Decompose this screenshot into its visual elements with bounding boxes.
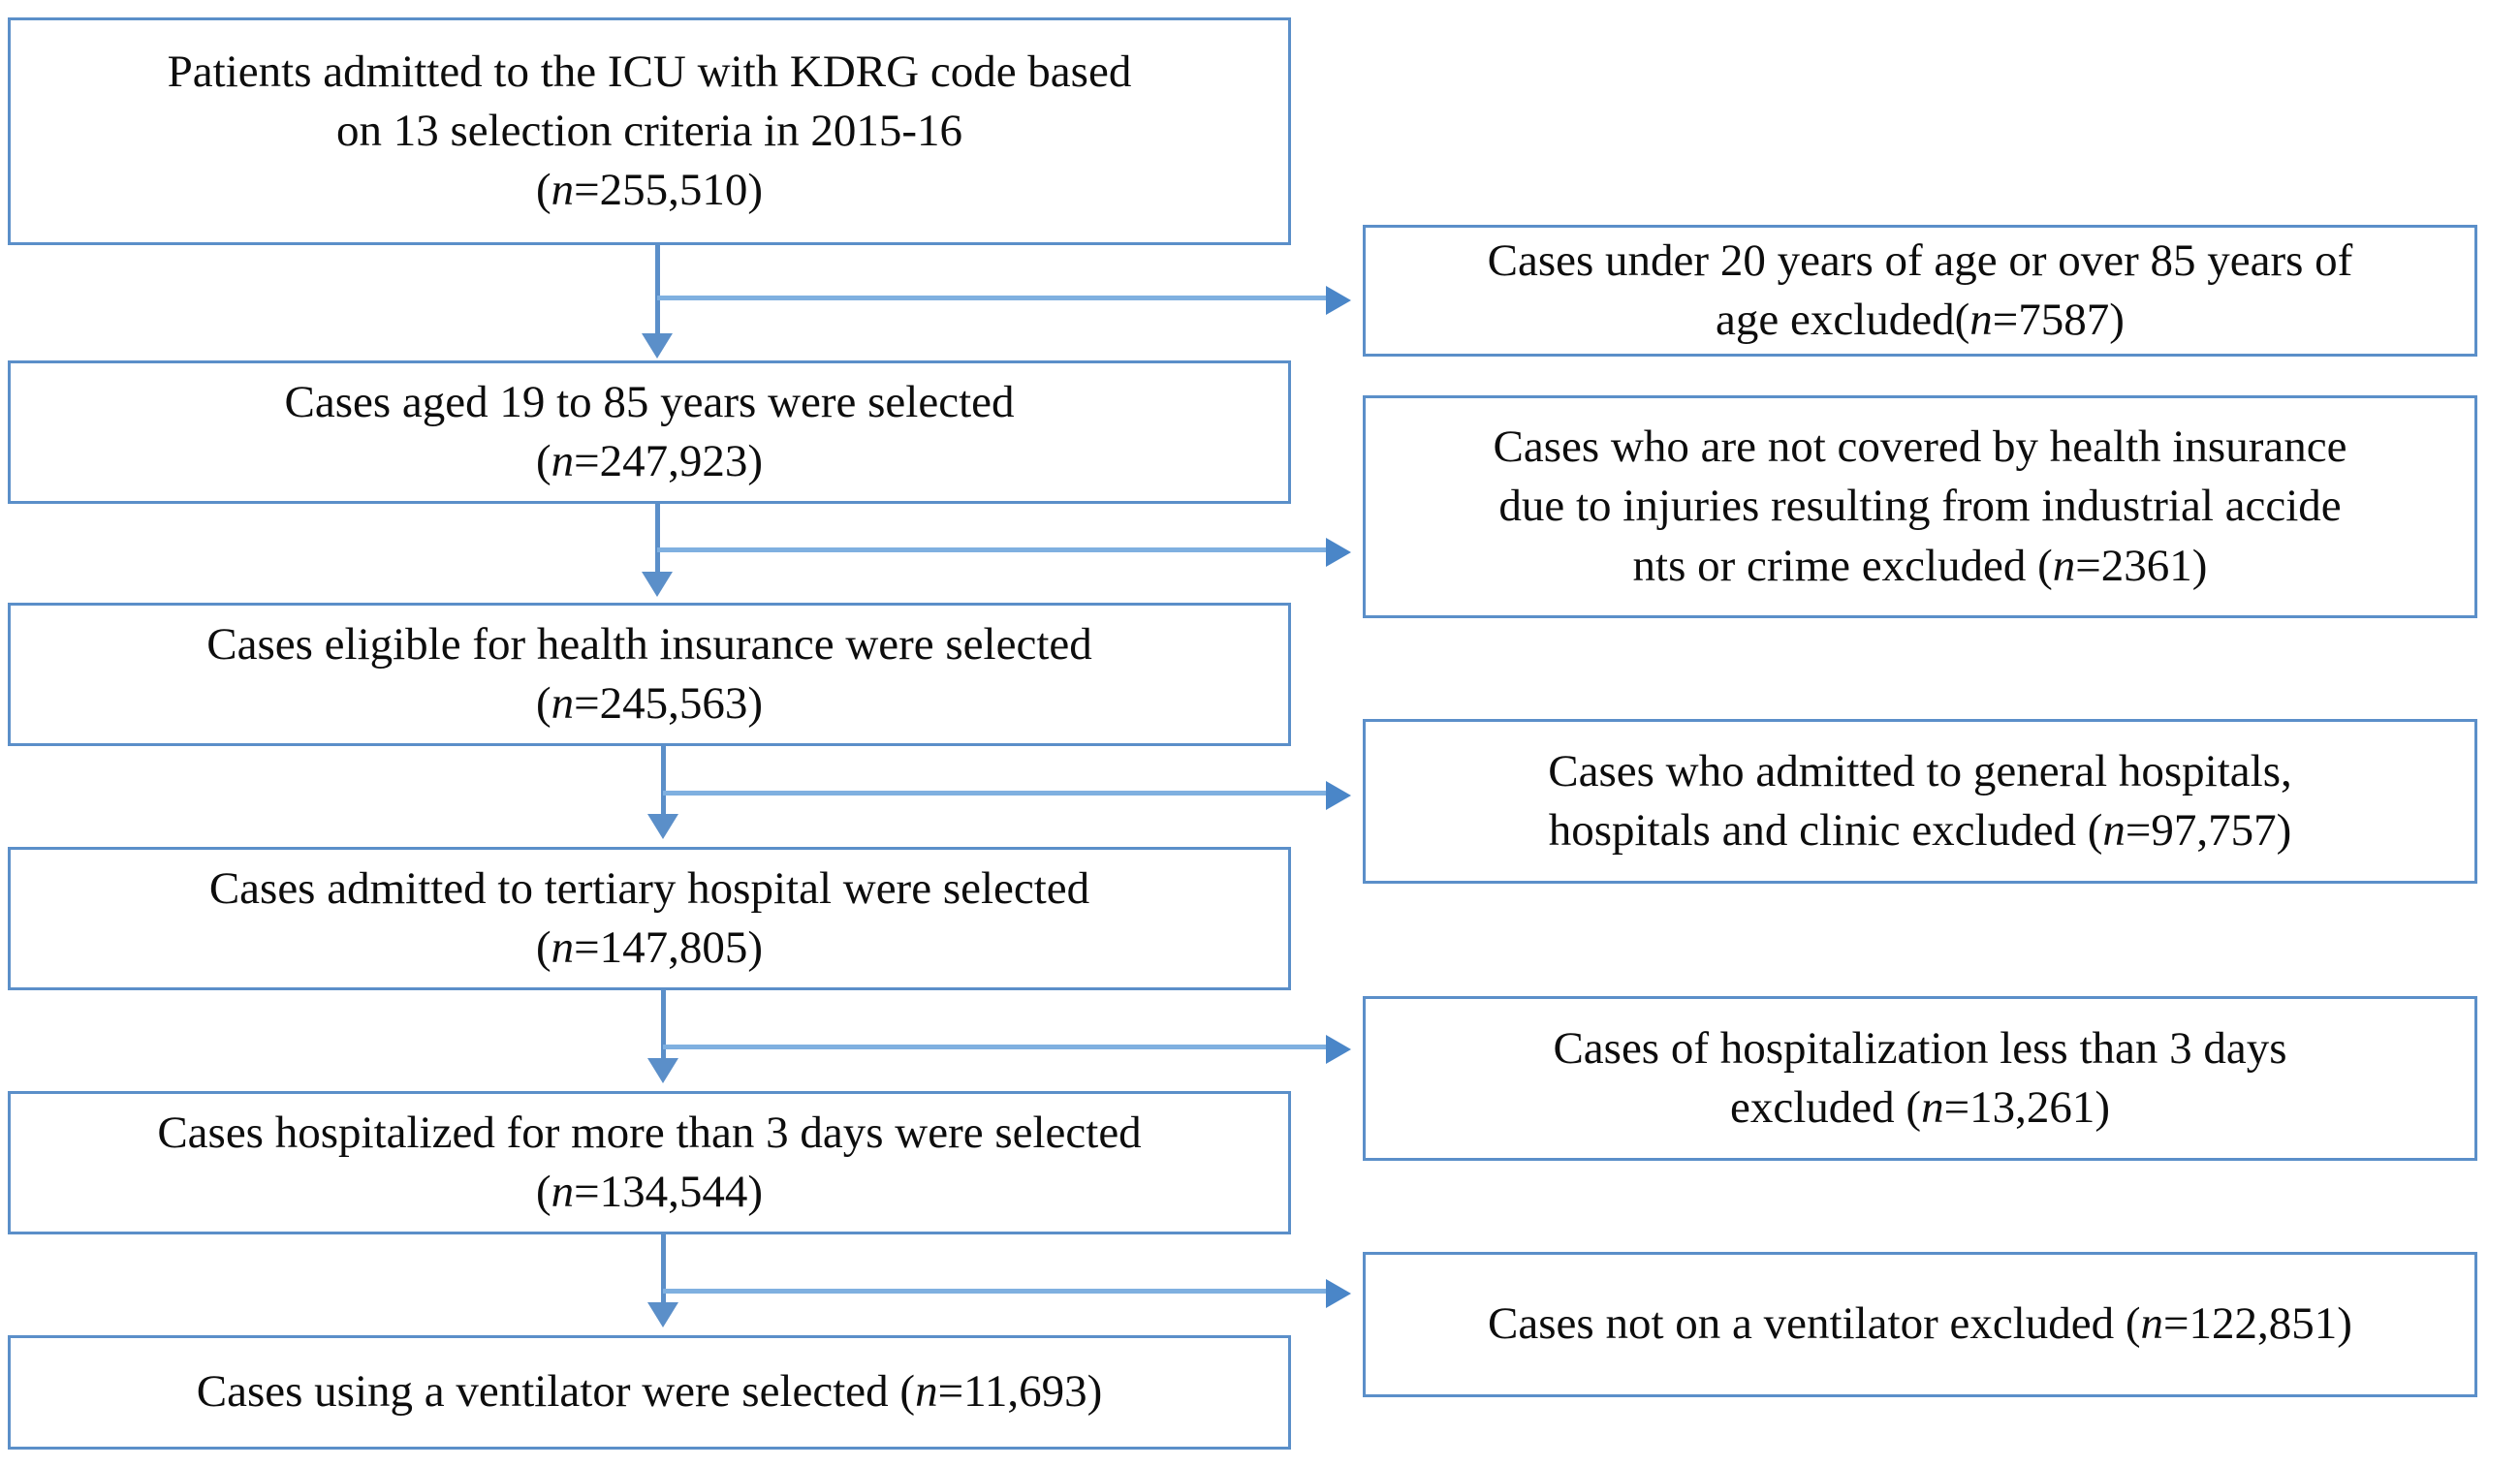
connector-arrowhead-right-2 xyxy=(1326,538,1351,567)
connector-arrowhead-right-5 xyxy=(1326,1279,1351,1308)
connector-horizontal-4 xyxy=(663,1045,1328,1049)
flow-node-6-label: Cases using a ventilator were selected (… xyxy=(196,1366,1103,1418)
exclusion-node-1-label: Cases under 20 years of age or over 85 y… xyxy=(1487,234,2353,345)
flow-node-4: Cases admitted to tertiary hospital were… xyxy=(8,847,1291,990)
exclusion-node-5: Cases not on a ventilator excluded (n=12… xyxy=(1363,1252,2477,1397)
connector-vertical-4 xyxy=(661,990,666,1060)
exclusion-node-5-label: Cases not on a ventilator excluded (n=12… xyxy=(1488,1298,2352,1350)
exclusion-node-4: Cases of hospitalization less than 3 day… xyxy=(1363,996,2477,1161)
connector-horizontal-1 xyxy=(657,296,1328,300)
flow-node-4-label: Cases admitted to tertiary hospital were… xyxy=(208,862,1090,973)
flow-node-3: Cases eligible for health insurance were… xyxy=(8,603,1291,746)
connector-arrowhead-down-2 xyxy=(642,572,673,597)
flow-node-1-label: Patients admitted to the ICU with KDRG c… xyxy=(167,46,1132,216)
exclusion-node-2: Cases who are not covered by health insu… xyxy=(1363,395,2477,618)
connector-arrowhead-right-3 xyxy=(1326,781,1351,810)
connector-arrowhead-right-1 xyxy=(1326,286,1351,315)
connector-vertical-2 xyxy=(655,504,660,574)
flow-node-2-label: Cases aged 19 to 85 years were selected … xyxy=(284,376,1015,486)
exclusion-node-3: Cases who admitted to general hospitals,… xyxy=(1363,719,2477,884)
connector-horizontal-5 xyxy=(663,1289,1328,1294)
flow-node-5-label: Cases hospitalized for more than 3 days … xyxy=(157,1107,1142,1217)
connector-vertical-1 xyxy=(655,245,660,335)
exclusion-node-1: Cases under 20 years of age or over 85 y… xyxy=(1363,225,2477,357)
exclusion-node-4-label: Cases of hospitalization less than 3 day… xyxy=(1553,1022,2287,1133)
flow-node-3-label: Cases eligible for health insurance were… xyxy=(206,618,1092,729)
flow-node-6: Cases using a ventilator were selected (… xyxy=(8,1335,1291,1450)
connector-arrowhead-down-4 xyxy=(647,1058,678,1083)
connector-arrowhead-down-5 xyxy=(647,1302,678,1327)
connector-arrowhead-down-3 xyxy=(647,814,678,839)
connector-horizontal-3 xyxy=(663,791,1328,796)
flow-node-1: Patients admitted to the ICU with KDRG c… xyxy=(8,17,1291,245)
exclusion-node-3-label: Cases who admitted to general hospitals,… xyxy=(1548,745,2292,856)
connector-horizontal-2 xyxy=(657,547,1328,552)
flow-node-5: Cases hospitalized for more than 3 days … xyxy=(8,1091,1291,1234)
connector-arrowhead-down-1 xyxy=(642,333,673,359)
connector-vertical-3 xyxy=(661,746,666,816)
flow-node-2: Cases aged 19 to 85 years were selected … xyxy=(8,360,1291,504)
connector-arrowhead-right-4 xyxy=(1326,1035,1351,1064)
exclusion-node-2-label: Cases who are not covered by health insu… xyxy=(1493,421,2347,591)
connector-vertical-5 xyxy=(661,1234,666,1304)
